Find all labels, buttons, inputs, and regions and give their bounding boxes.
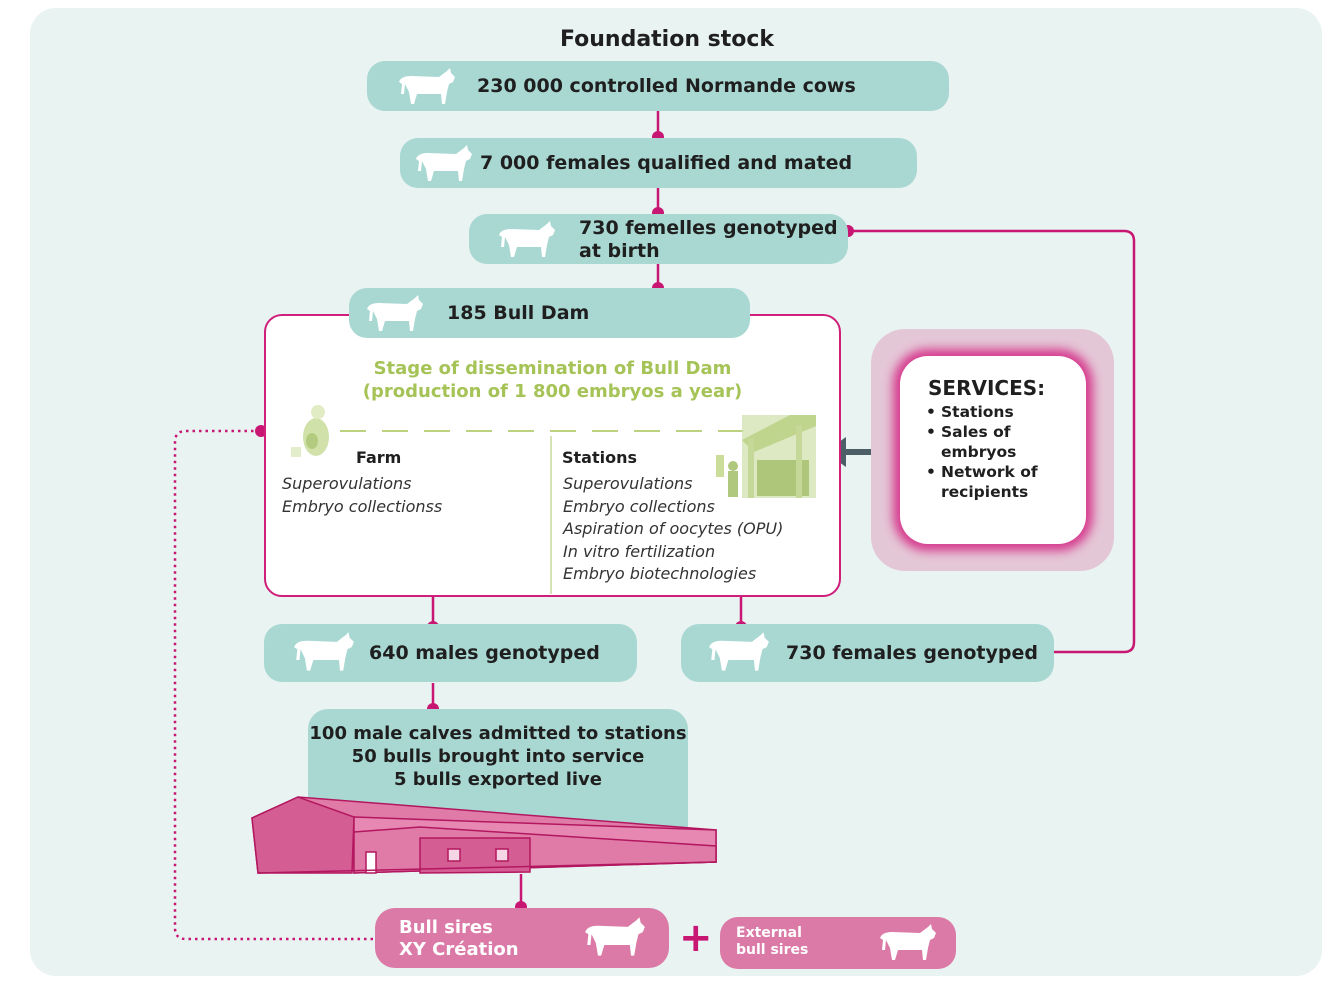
- step-controlled-cows-label: 230 000 controlled Normande cows: [477, 75, 856, 97]
- farm-item: Embryo collectionss: [282, 496, 443, 516]
- step-females-genotyped: 730 females genotyped: [681, 624, 1054, 682]
- step-males-genotyped-label: 640 males genotyped: [369, 642, 600, 664]
- cow-icon: [294, 632, 354, 671]
- stage-heading: Stage of dissemination of Bull Dam (prod…: [264, 357, 841, 403]
- farm-photo: [287, 404, 335, 458]
- external-line1: External: [736, 925, 802, 941]
- step-females-genotyped-label: 730 females genotyped: [786, 642, 1038, 664]
- dotted-connector: [173, 429, 374, 941]
- step-females-qualified: 7 000 females qualified and mated: [400, 138, 917, 188]
- cow-icon: [499, 221, 555, 257]
- stations-photo: [716, 415, 816, 498]
- farm-item: Superovulations: [282, 474, 412, 493]
- calves-line1: 100 male calves admitted to stations: [309, 723, 687, 744]
- farm-title: Farm: [356, 448, 402, 467]
- stations-title: Stations: [562, 448, 638, 467]
- cow-icon: [709, 632, 769, 671]
- services-item: Stations: [926, 402, 1051, 422]
- services-item: Sales of embryos: [926, 422, 1051, 462]
- step-controlled-cows: 230 000 controlled Normande cows: [367, 61, 949, 111]
- loop-connector: [848, 229, 1136, 654]
- step-femelles-genotyped-line2: at birth: [579, 240, 660, 262]
- stations-item: In vitro fertilization: [563, 541, 716, 561]
- cow-icon: [399, 68, 455, 104]
- stage-heading-line1: Stage of dissemination of Bull Dam: [373, 358, 732, 379]
- calves-line2: 50 bulls brought into service: [351, 746, 645, 767]
- step-males-genotyped: 640 males genotyped: [264, 624, 637, 682]
- stations-item: Aspiration of oocytes (OPU): [563, 519, 784, 538]
- external-line2: bull sires: [736, 942, 809, 958]
- step-females-qualified-label: 7 000 females qualified and mated: [480, 152, 853, 174]
- bull-sires-line1: Bull sires: [399, 917, 493, 938]
- step-femelles-genotyped: 730 femelles genotyped at birth: [469, 214, 848, 264]
- cow-icon: [416, 145, 472, 181]
- cow-icon: [367, 295, 423, 331]
- stations-item: Superovulations: [563, 474, 693, 493]
- services-title: SERVICES:: [928, 376, 1046, 400]
- external-bull-sires-box: External bull sires: [720, 917, 956, 969]
- services-item: Network of recipients: [926, 462, 1051, 502]
- step-femelles-genotyped-line1: 730 femelles genotyped: [579, 217, 838, 239]
- stage-heading-line2: (production of 1 800 embryos a year): [362, 381, 743, 402]
- step-bull-dam: 185 Bull Dam: [349, 288, 750, 338]
- plus-sign: +: [679, 915, 713, 961]
- page-title: Foundation stock: [560, 27, 775, 52]
- calves-line3: 5 bulls exported live: [393, 769, 602, 790]
- bull-sires-xy-box: Bull sires XY Création: [375, 908, 669, 968]
- services-box: SERVICES: Stations Sales of embryos Netw…: [900, 356, 1086, 544]
- bull-sires-line2: XY Création: [399, 939, 519, 960]
- farm-list: Superovulations Embryo collectionss: [282, 473, 442, 518]
- stations-item: Embryo collections: [563, 496, 715, 516]
- step-bull-dam-label: 185 Bull Dam: [447, 302, 590, 324]
- bull-icon: [585, 917, 645, 956]
- stations-list: Superovulations Embryo collections Aspir…: [563, 473, 783, 586]
- services-list: Stations Sales of embryos Network of rec…: [926, 402, 1051, 502]
- bull-icon: [880, 924, 936, 960]
- stations-item: Embryo biotechnologies: [563, 564, 757, 583]
